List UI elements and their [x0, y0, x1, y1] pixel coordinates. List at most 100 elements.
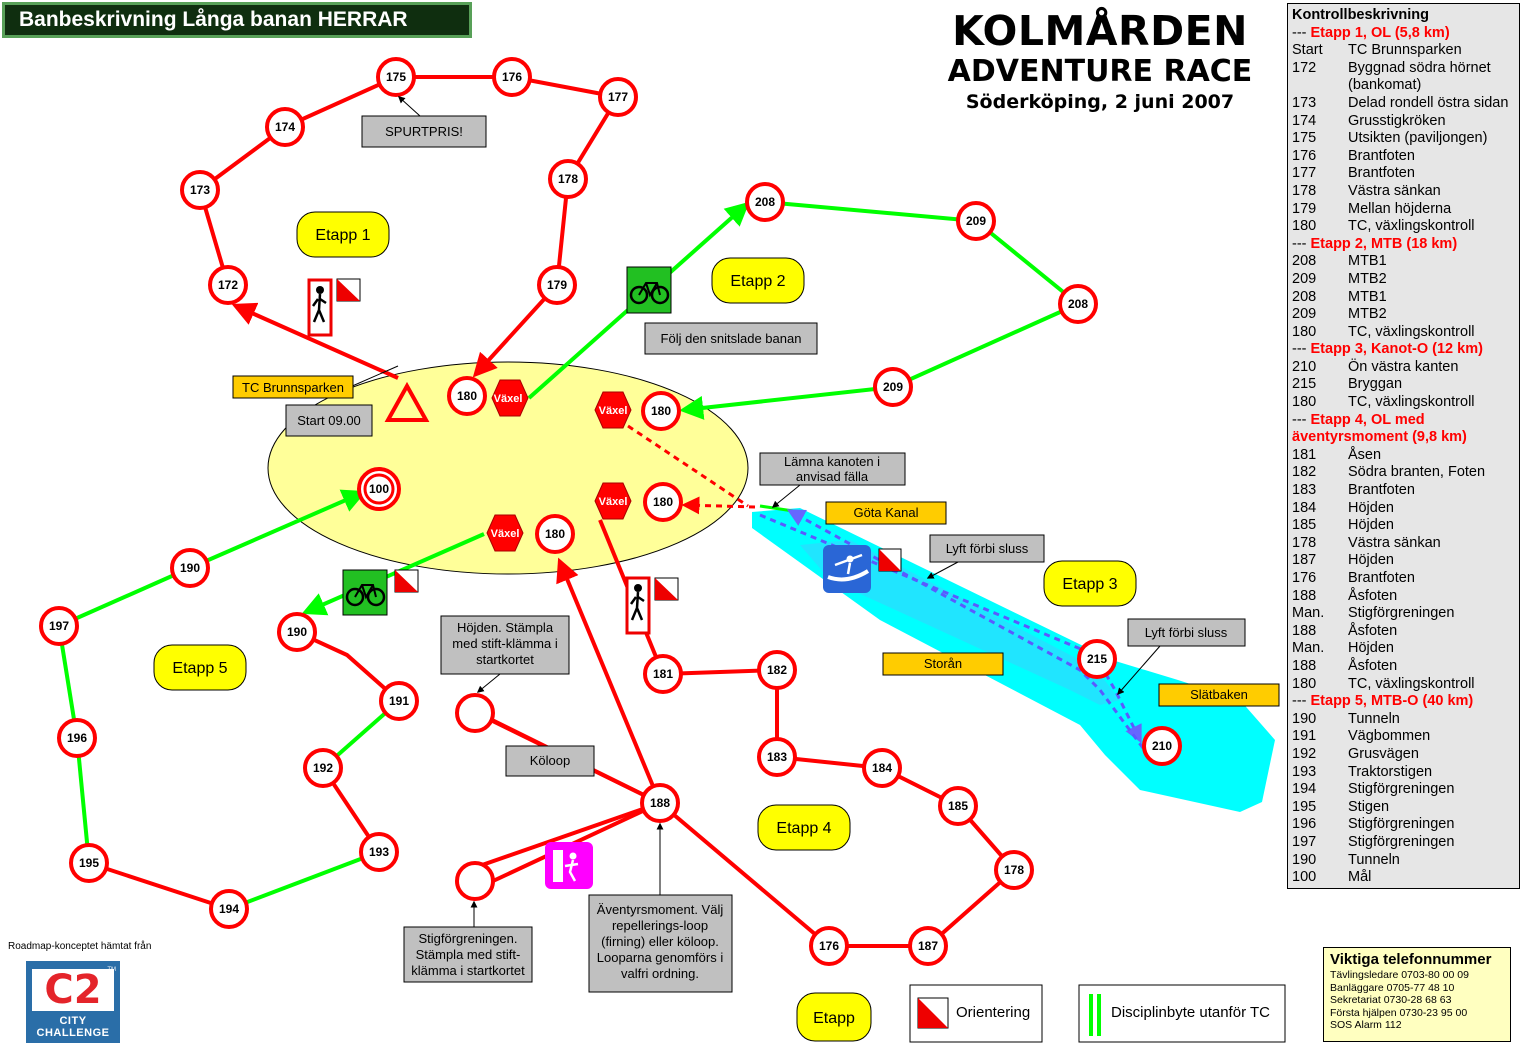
control-desc: Delad rondell östra sidan — [1348, 94, 1509, 111]
svg-text:183: 183 — [767, 750, 787, 764]
control-desc: Stigen — [1348, 798, 1390, 815]
svg-text:SPURTPRIS!: SPURTPRIS! — [385, 124, 463, 139]
svg-text:Etapp: Etapp — [813, 1010, 855, 1027]
control-desc: Vägbommen — [1348, 728, 1431, 745]
control-desc: Stigförgreningen — [1348, 605, 1455, 622]
loop-koloop — [455, 693, 495, 733]
control-desc: TC, växlingskontroll — [1348, 323, 1475, 340]
control-desc: Mål — [1348, 869, 1372, 886]
vaxel-hexagon: Växel — [594, 482, 632, 520]
control-desc: MTB1 — [1348, 288, 1387, 305]
control-circle: 177 — [598, 77, 638, 117]
bicycle-icon — [342, 569, 388, 616]
svg-text:valfri ordning.: valfri ordning. — [621, 966, 699, 981]
stigforgreningen-box: Stigförgreningen.Stämpla med stift-klämm… — [403, 900, 533, 983]
control-code: Start — [1292, 42, 1323, 59]
svg-text:175: 175 — [386, 70, 406, 84]
etapp-label: Etapp 1 — [296, 211, 390, 258]
svg-text:Etapp 1: Etapp 1 — [315, 227, 370, 244]
svg-text:184: 184 — [872, 761, 892, 775]
control-code: 195 — [1292, 798, 1317, 815]
svg-text:176: 176 — [819, 939, 839, 953]
legend-disciplinbyte: Disciplinbyte utanför TC — [1078, 984, 1286, 1043]
control-circle: 190 — [277, 612, 317, 652]
svg-text:Stämpla med stift-: Stämpla med stift- — [416, 947, 521, 962]
svg-text:Etapp 4: Etapp 4 — [776, 820, 831, 837]
svg-text:181: 181 — [653, 667, 673, 681]
control-circle: 175 — [376, 57, 416, 97]
svg-text:190: 190 — [287, 625, 307, 639]
svg-text:176: 176 — [502, 70, 522, 84]
orienteering-flag-icon — [336, 278, 361, 302]
svg-text:209: 209 — [883, 380, 903, 394]
c2-logo-tm: TM — [107, 967, 116, 973]
control-code: 215 — [1292, 376, 1317, 393]
control-desc: TC Brunnsparken — [1348, 42, 1462, 59]
svg-text:178: 178 — [558, 172, 578, 186]
control-desc: Stigförgreningen — [1348, 816, 1455, 833]
control-section-heading: --- Etapp 4, OL med äventyrsmoment (9,8 … — [1292, 411, 1467, 446]
svg-text:Start 09.00: Start 09.00 — [297, 413, 361, 428]
control-code: 180 — [1292, 323, 1317, 340]
svg-text:192: 192 — [313, 761, 333, 775]
control-code: 188 — [1292, 622, 1317, 639]
control-circle: 215 — [1077, 639, 1117, 679]
finish-circle: 100 — [357, 467, 401, 511]
control-desc: Bryggan — [1348, 376, 1403, 393]
svg-text:Lämna kanoten i: Lämna kanoten i — [784, 454, 880, 469]
control-code: 178 — [1292, 534, 1317, 551]
control-circle: 209 — [873, 367, 913, 407]
control-row: Start TC Brunnsparken — [1292, 42, 1515, 60]
kayak-icon — [823, 545, 871, 593]
control-code: 208 — [1292, 253, 1317, 270]
svg-text:Växel: Växel — [491, 528, 520, 540]
phone-line: SOS Alarm 112 — [1330, 1019, 1402, 1031]
control-desc: MTB1 — [1348, 253, 1387, 270]
storan-label: Storån — [882, 652, 1004, 676]
svg-text:repellerings-loop: repellerings-loop — [612, 918, 708, 933]
svg-text:med stift-klämma i: med stift-klämma i — [452, 636, 558, 651]
race-title-line1: KOLMÅRDEN — [952, 7, 1248, 55]
control-code: 175 — [1292, 130, 1317, 147]
c2-city-challenge-logo: C2 TM CITY CHALLENGE — [26, 961, 120, 1043]
control-circle: 178 — [994, 850, 1034, 890]
control-row: Man.Stigförgreningen — [1292, 605, 1515, 623]
control-circle: 195 — [69, 843, 109, 883]
control-section-heading: --- Etapp 5, MTB-O (40 km) — [1292, 693, 1474, 710]
runner-icon — [625, 576, 651, 635]
control-desc: Höjden — [1348, 517, 1394, 534]
control-circle: 185 — [938, 786, 978, 826]
control-circle: 180 — [535, 514, 575, 554]
control-code: 179 — [1292, 200, 1317, 217]
svg-text:Etapp 3: Etapp 3 — [1062, 576, 1117, 593]
control-code: 181 — [1292, 446, 1317, 463]
control-desc: Brantfoten — [1348, 570, 1415, 586]
loop-stigforgreningen — [455, 861, 495, 901]
control-desc: MTB2 — [1348, 306, 1387, 323]
control-row: 175 Utsikten (paviljongen) — [1292, 130, 1515, 148]
control-code: 190 — [1292, 851, 1317, 868]
control-circle: 183 — [757, 737, 797, 777]
control-desc: Utsikten (paviljongen) — [1348, 130, 1488, 147]
phone-line: Banläggare 0705-77 48 10 — [1330, 981, 1455, 994]
control-desc: Åsfoten — [1348, 622, 1398, 639]
control-code: 190 — [1292, 710, 1317, 727]
svg-text:179: 179 — [547, 278, 567, 292]
sponsor-caption: Roadmap-konceptet hämtat från — [8, 941, 152, 952]
water-area — [752, 508, 1275, 812]
control-code: 210 — [1292, 358, 1317, 375]
control-section-heading: --- Etapp 2, MTB (18 km) — [1292, 235, 1458, 252]
control-row: Man.Höjden — [1292, 640, 1515, 658]
orienteering-flag-icon — [394, 569, 419, 593]
vaxel-hexagon: Växel — [491, 379, 529, 417]
